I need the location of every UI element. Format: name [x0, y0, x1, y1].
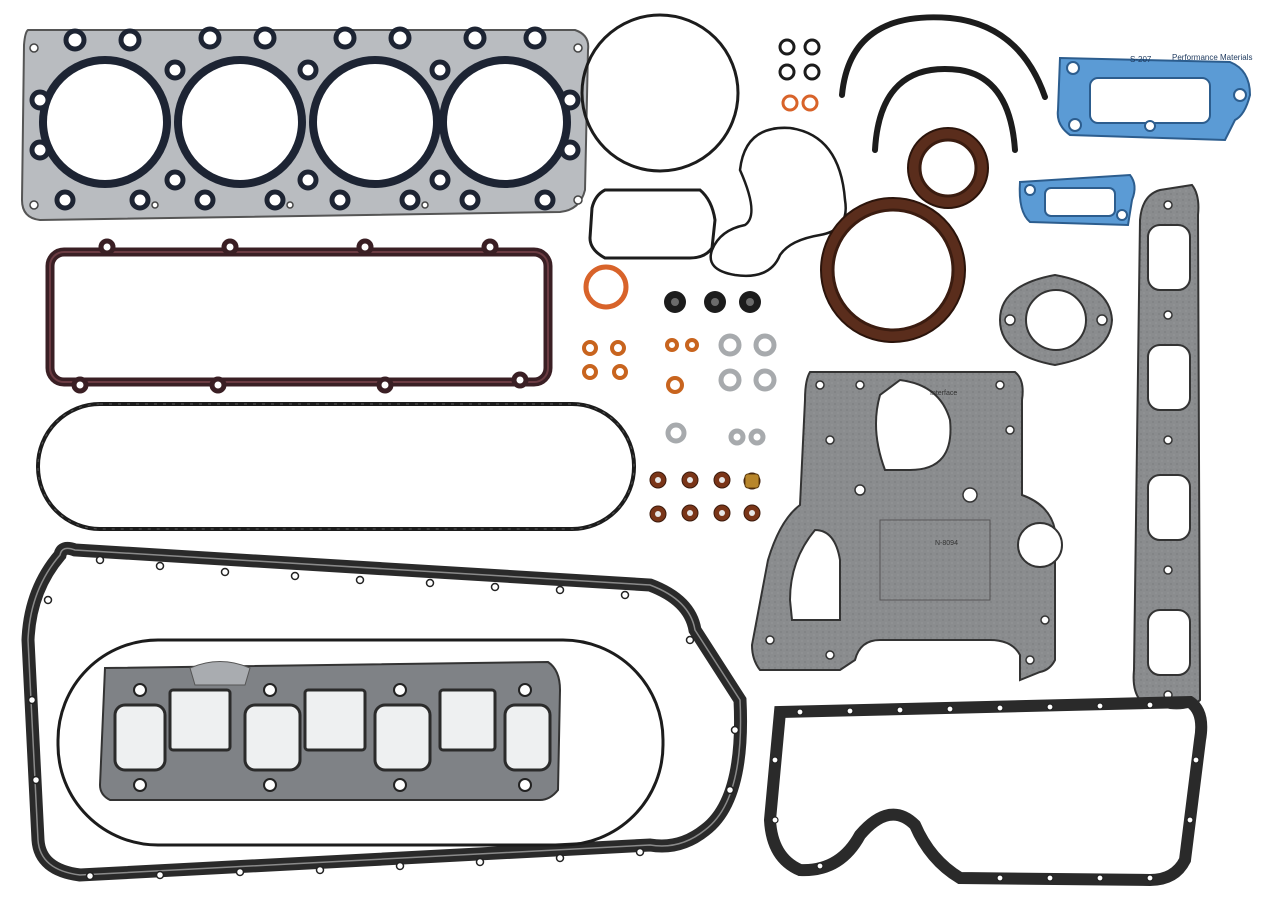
timing-label-1: Interface: [930, 390, 957, 397]
blue-small-gasket: [1018, 173, 1136, 227]
small-o-rings: [778, 38, 821, 81]
cylinder-bore-1: [39, 56, 171, 188]
lower-oil-pan-gasket: [763, 695, 1208, 887]
timing-label-2: N-8094: [935, 540, 958, 547]
oval-o-ring: [36, 402, 636, 531]
round-o-ring-large: [580, 13, 740, 173]
intake-manifold-gasket: [1132, 183, 1202, 710]
copper-o-rings-top: [781, 94, 819, 112]
wavy-o-ring: [709, 126, 847, 278]
cylinder-bore-3: [309, 56, 441, 188]
head-gasket: [20, 26, 590, 222]
valve-cover-label-1: S-207: [1130, 55, 1152, 64]
cylinder-bore-4: [439, 56, 571, 188]
crankshaft-rear-seal: [820, 197, 966, 343]
valve-cover-gasket: [45, 238, 553, 394]
flange-gasket: [998, 273, 1114, 367]
valve-stem-seals: [664, 291, 761, 313]
oil-pan-gasket: [21, 541, 748, 882]
rear-main-seal-strips: [839, 14, 1048, 153]
blue-water-outlet-gasket: S-207 Performance Materials: [1056, 53, 1252, 142]
copper-o-ring-large: [583, 264, 629, 310]
valve-cover-label-2: Performance Materials: [1172, 53, 1252, 62]
manifold-o-ring: [56, 638, 665, 847]
copper-washers: [582, 338, 699, 394]
cylinder-bore-2: [174, 56, 306, 188]
octagon-o-ring: [588, 188, 717, 260]
timing-cover-gasket: Interface N-8094: [750, 371, 1063, 682]
small-valve-seals: [649, 471, 761, 523]
crankshaft-front-seal: [907, 127, 989, 209]
exhaust-manifold-gasket: [98, 660, 562, 801]
steel-washers: [665, 333, 777, 446]
